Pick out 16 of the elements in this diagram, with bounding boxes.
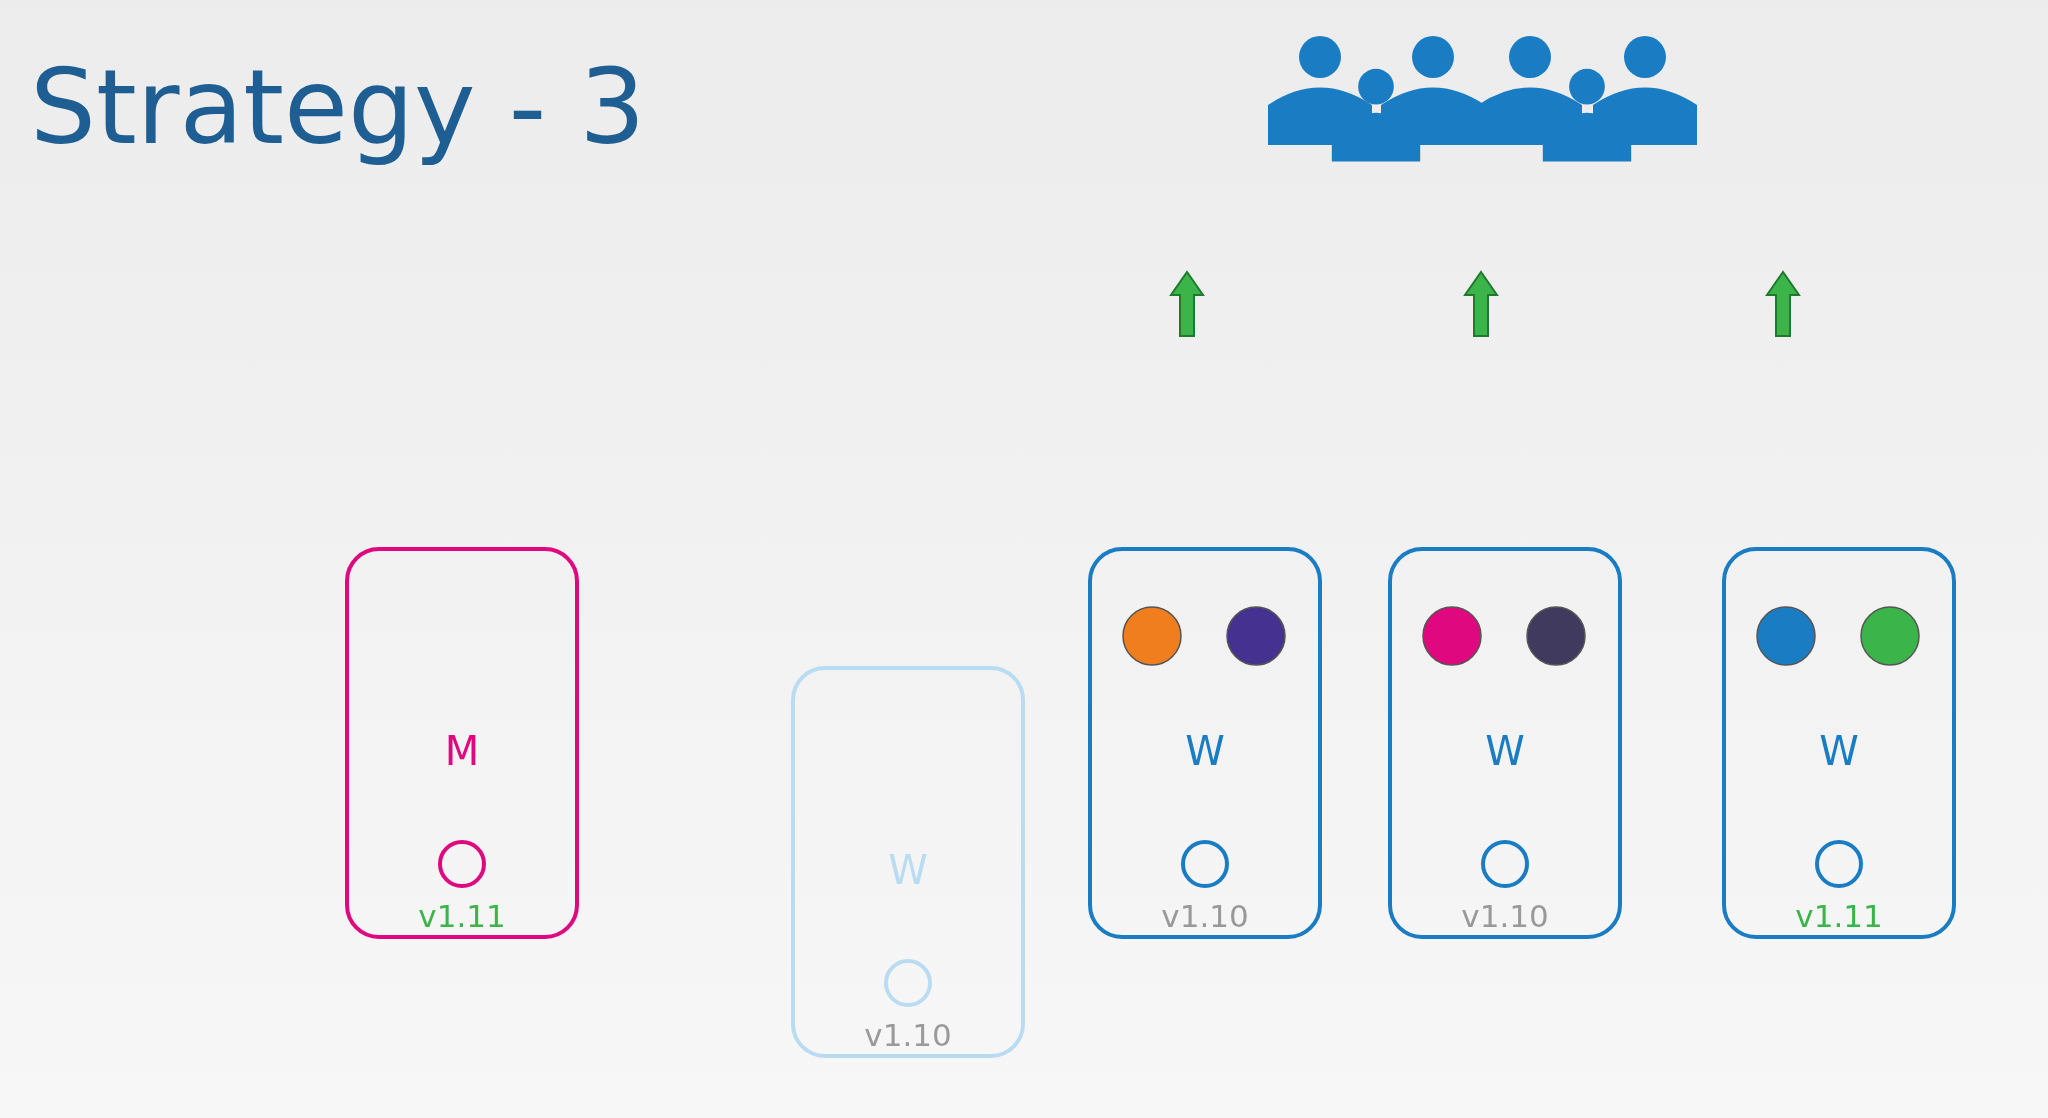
version-label: v1.11 [1794,901,1884,932]
version-label: v1.10 [1160,901,1250,932]
node-box [1388,547,1622,939]
node-letter: W [887,850,929,890]
node-box [1088,547,1322,939]
version-label: v1.10 [863,1020,953,1051]
node-box [345,547,579,939]
node-box [791,666,1025,1058]
slide-title: Strategy - 3 [30,50,646,165]
node-letter: M [443,731,481,771]
version-label: v1.11 [417,901,507,932]
node-letter: W [1484,731,1526,771]
node-letter: W [1818,731,1860,771]
version-label: v1.10 [1460,901,1550,932]
node-box [1722,547,1956,939]
node-letter: W [1184,731,1226,771]
